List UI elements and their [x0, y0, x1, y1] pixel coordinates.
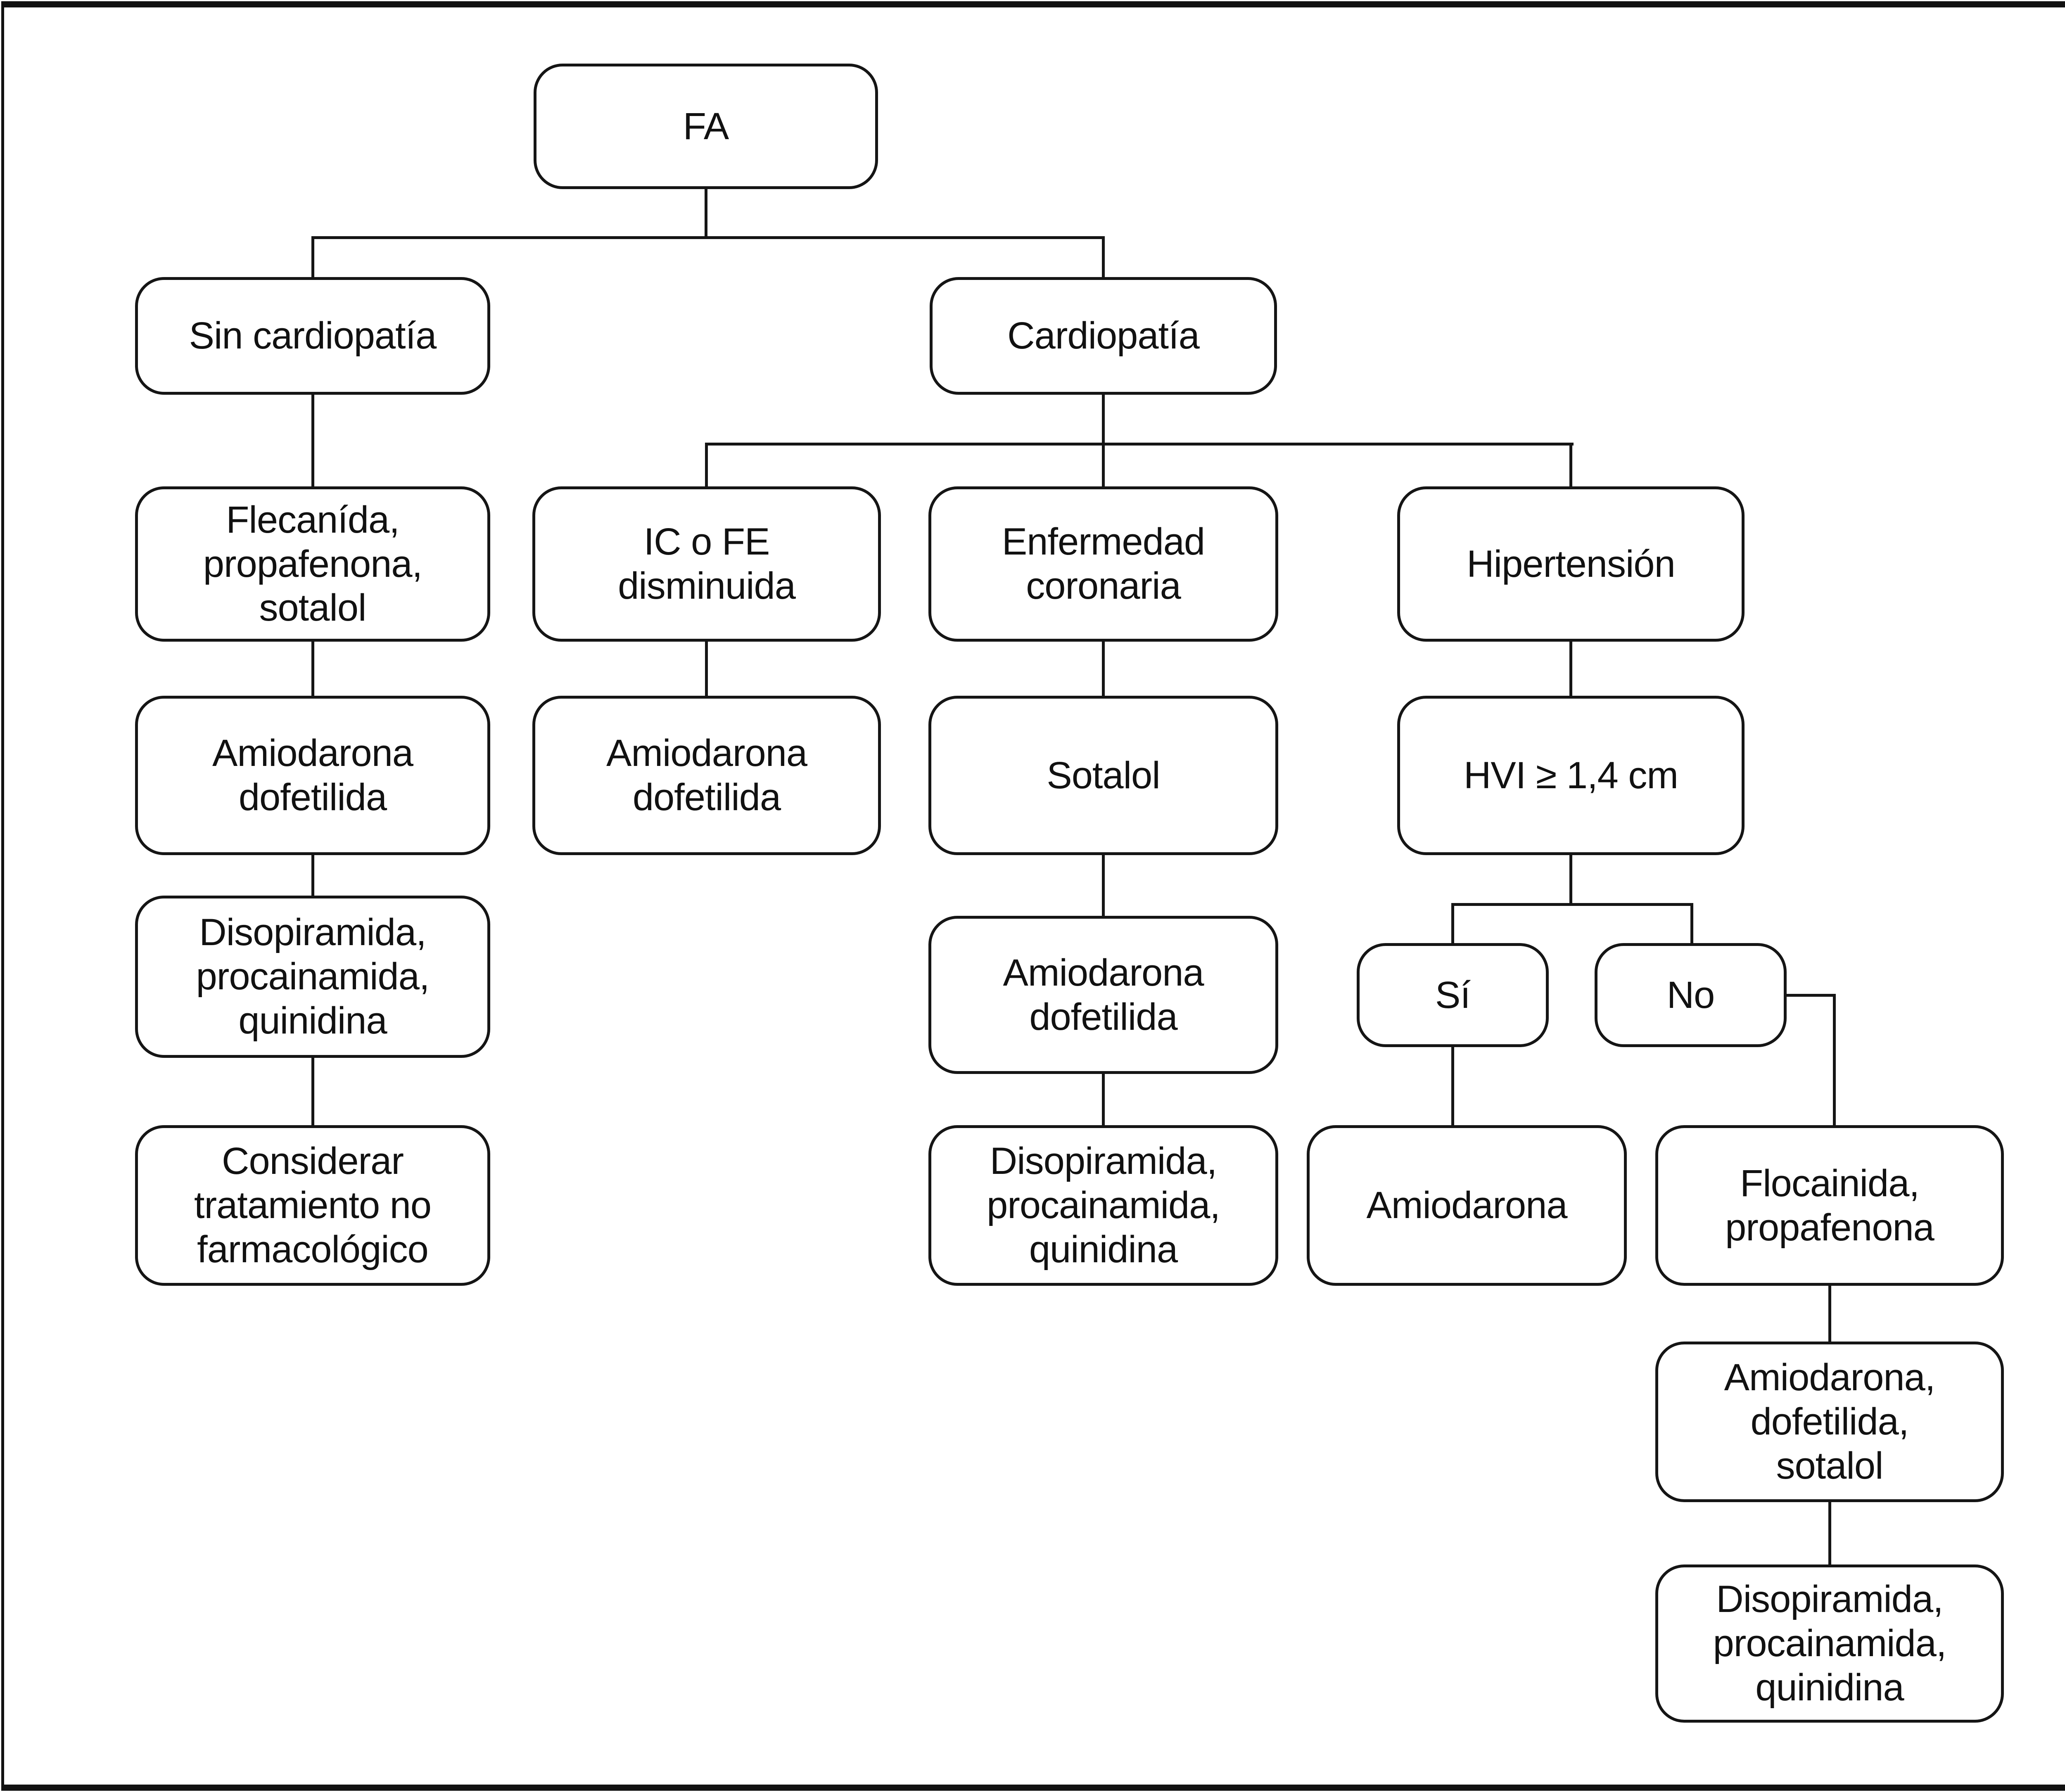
- node-cardiopatia: Cardiopatía: [930, 277, 1277, 395]
- connector-no-elbow-horizontal: [1787, 994, 1836, 997]
- node-amiodarona-dofetilida-sotalol: Amiodarona, dofetilida, sotalol: [1655, 1342, 2004, 1502]
- node-amiodarona-dofetilida-3: Amiodarona dofetilida: [928, 916, 1278, 1074]
- node-hipertension: Hipertensión: [1397, 486, 1745, 642]
- connector-amiodarona-sotalol-to-disopiramida: [1828, 1502, 1831, 1564]
- connector-hvi-stem: [1569, 855, 1572, 904]
- node-no: No: [1595, 943, 1787, 1047]
- node-hvi-mayor-igual-1-4-cm: HVI ≥ 1,4 cm: [1397, 696, 1745, 855]
- connector-amiodarona-to-disopiramida: [311, 855, 314, 896]
- node-flocainida-propafenona: Flocainida, propafenona: [1655, 1125, 2004, 1286]
- connector-icfe-to-amiodarona: [705, 642, 708, 696]
- node-si: Sí: [1357, 943, 1549, 1047]
- connector-sotalol-to-amiodarona: [1102, 855, 1105, 916]
- connector-hvi-branch-bar: [1451, 903, 1693, 906]
- connector-drop-hipertension: [1569, 443, 1572, 486]
- node-sin-cardiopatia: Sin cardiopatía: [135, 277, 490, 395]
- connector-cardiopatia-branch-bar: [705, 443, 1574, 446]
- connector-hipertension-to-hvi: [1569, 642, 1572, 696]
- connector-drop-ic-fe: [705, 443, 708, 486]
- node-disopiramida-3: Disopiramida, procainamida, quinidina: [1655, 1564, 2004, 1723]
- connector-drop-cardiopatia: [1102, 236, 1105, 277]
- node-ic-o-fe-disminuida: IC o FE disminuida: [532, 486, 881, 642]
- node-sotalol: Sotalol: [928, 696, 1278, 855]
- connector-no-elbow-vertical: [1833, 994, 1836, 1125]
- connector-fa-branch-bar: [311, 236, 1105, 239]
- connector-drop-enfermedad: [1102, 443, 1105, 486]
- node-fa: FA: [534, 64, 878, 189]
- connector-amiodarona-to-disopiramida-2: [1102, 1074, 1105, 1125]
- node-enfermedad-coronaria: Enfermedad coronaria: [928, 486, 1278, 642]
- connector-flecanida-to-amiodarona: [311, 642, 314, 696]
- connector-flocainida-to-amiodarona-sotalol: [1828, 1286, 1831, 1342]
- node-amiodarona-dofetilida-2: Amiodarona dofetilida: [532, 696, 881, 855]
- node-flecanida-propafenona-sotalol: Flecanída, propafenona, sotalol: [135, 486, 490, 642]
- connector-si-to-amiodarona: [1451, 1047, 1454, 1125]
- connector-drop-sin-cardiopatia: [311, 236, 314, 277]
- connector-drop-si: [1451, 903, 1454, 943]
- connector-cardiopatia-stem: [1102, 395, 1105, 444]
- connector-drop-no: [1690, 903, 1693, 943]
- node-amiodarona: Amiodarona: [1307, 1125, 1627, 1286]
- connector-fa-stem: [705, 189, 707, 239]
- connector-disopiramida-to-considerar: [311, 1058, 314, 1125]
- connector-enfermedad-to-sotalol: [1102, 642, 1105, 696]
- node-disopiramida-1: Disopiramida, procainamida, quinidina: [135, 896, 490, 1058]
- node-disopiramida-2: Disopiramida, procainamida, quinidina: [928, 1125, 1278, 1286]
- node-amiodarona-dofetilida-1: Amiodarona dofetilida: [135, 696, 490, 855]
- connector-sin-to-flecanida: [311, 395, 314, 486]
- node-considerar-tratamiento-no-farmacologico: Considerar tratamiento no farmacológico: [135, 1125, 490, 1286]
